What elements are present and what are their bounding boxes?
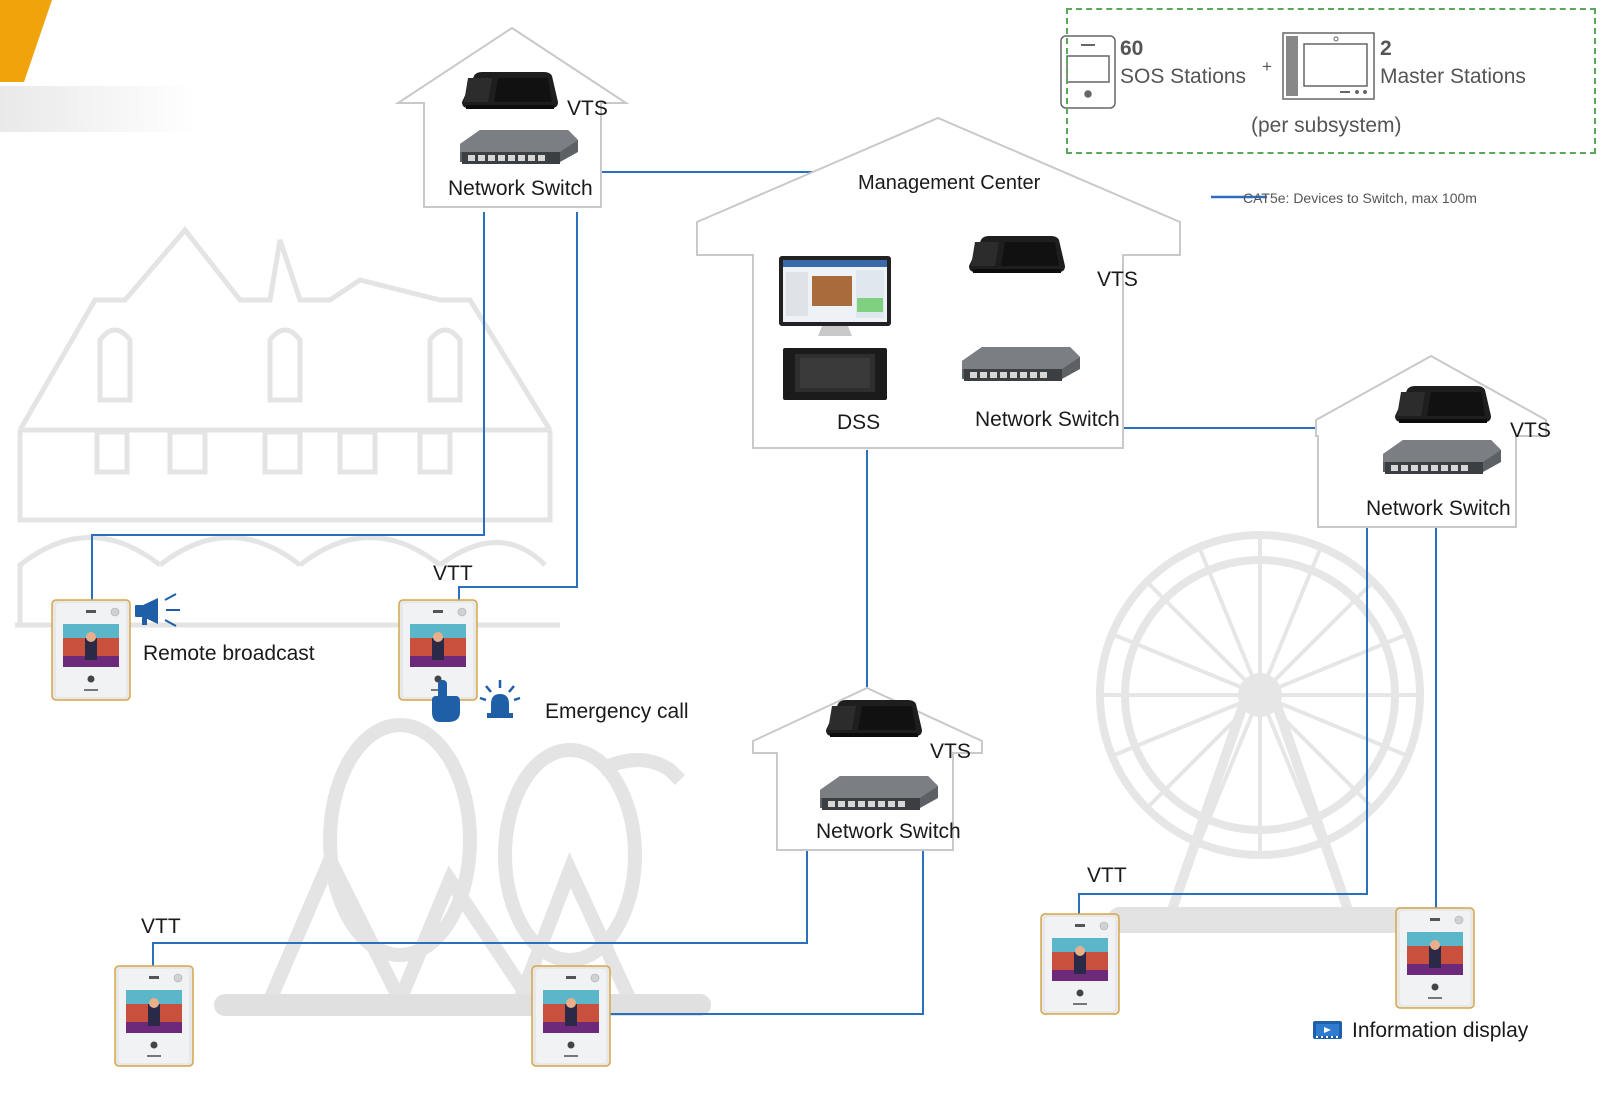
vtt-label-top: VTT <box>433 562 473 585</box>
sos-label: SOS Stations <box>1120 65 1247 88</box>
vtt-station <box>51 599 131 701</box>
cable-note: CAT5e: Devices to Switch, max 100m <box>1243 190 1477 206</box>
vts-label-top-left: VTS <box>567 97 608 120</box>
coaster-watermark <box>214 718 711 1017</box>
information-display-label: Information display <box>1352 1019 1529 1042</box>
vts-label-right: VTS <box>1510 419 1551 442</box>
megaphone-icon <box>135 593 180 627</box>
legend-box <box>1066 8 1596 154</box>
vtt-label-right: VTT <box>1087 864 1127 887</box>
vts-device <box>1395 386 1491 423</box>
remote-broadcast-label: Remote broadcast <box>143 642 315 665</box>
vts-label-center: VTS <box>1097 268 1138 291</box>
switch-label-top-left: Network Switch <box>448 177 593 200</box>
building-top-left <box>394 26 630 208</box>
vts-device <box>462 72 558 109</box>
info-display-icon <box>1313 1021 1342 1039</box>
switch-label-right: Network Switch <box>1366 497 1511 520</box>
emergency-call-label: Emergency call <box>545 700 689 723</box>
building-bottom <box>752 686 983 851</box>
sos-count: 60 <box>1120 37 1144 60</box>
dss-server <box>783 348 887 400</box>
castle-watermark <box>15 226 560 628</box>
master-station-icon <box>1282 32 1375 100</box>
cat5e-links <box>91 108 1446 1015</box>
network-switch-device <box>820 776 938 810</box>
switch-label-center: Network Switch <box>975 408 1120 431</box>
vtt-station <box>1395 907 1475 1009</box>
scope-note: (per subsystem) <box>1251 114 1402 137</box>
ferris-wheel-watermark <box>1096 531 1473 933</box>
switch-label-bottom: Network Switch <box>816 820 961 843</box>
network-switch-device <box>460 130 578 164</box>
network-switch-device <box>1383 440 1501 474</box>
alarm-siren-icon <box>479 680 521 718</box>
vtt-station <box>114 965 194 1067</box>
dss-label: DSS <box>837 411 881 434</box>
vts-device <box>969 236 1065 273</box>
vtt-station <box>531 965 611 1067</box>
vts-device <box>826 700 922 737</box>
plus-sign: + <box>1262 57 1272 76</box>
management-center-title: Management Center <box>858 172 1041 194</box>
vts-label-bottom: VTS <box>930 740 971 763</box>
pointing-hand-icon <box>432 680 460 722</box>
corner-accent <box>0 0 196 132</box>
master-label: Master Stations <box>1380 65 1526 88</box>
vtt-label-bottom: VTT <box>141 915 181 938</box>
vtt-station <box>1040 913 1120 1015</box>
dss-monitor <box>779 256 891 336</box>
master-count: 2 <box>1380 37 1392 60</box>
network-switch-device <box>962 347 1080 381</box>
